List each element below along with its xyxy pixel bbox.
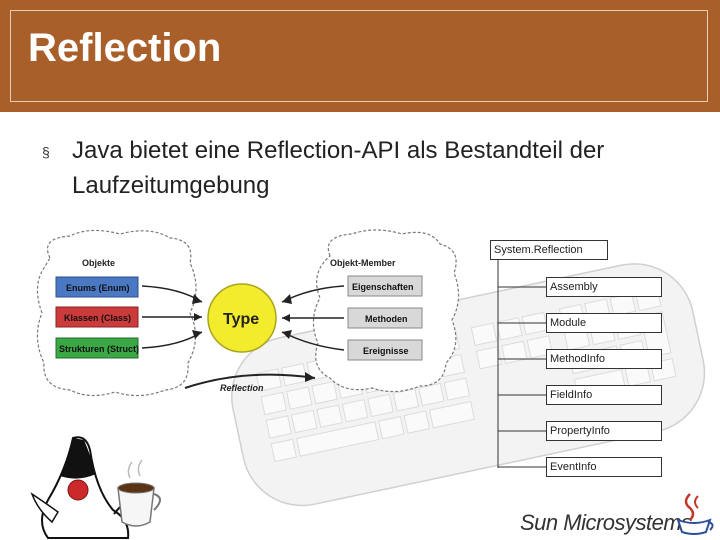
- bullet-text: Java bietet eine Reflection-API als Best…: [72, 137, 605, 199]
- duke-mascot-icon: [30, 436, 161, 539]
- properties-label: Eigenschaften: [352, 282, 414, 292]
- title-frame: [10, 10, 708, 102]
- members-heading: Objekt-Member: [330, 258, 396, 268]
- type-circle: [207, 283, 277, 353]
- class-box: [55, 306, 139, 328]
- struct-box: [55, 337, 139, 359]
- hierarchy-item: MethodInfo: [546, 349, 662, 369]
- hierarchy-item: Assembly: [546, 277, 662, 297]
- hierarchy-lines: [497, 258, 546, 468]
- sun-microsystems-logo: Sun Microsystems: [520, 510, 692, 535]
- hierarchy-item: FieldInfo: [546, 385, 662, 405]
- reflection-arrow-label: Reflection: [220, 383, 264, 393]
- methods-box: [347, 307, 423, 329]
- bullet-marker: §: [42, 144, 50, 160]
- reflection-arrow: [184, 373, 316, 389]
- hierarchy-root: System.Reflection: [490, 240, 608, 260]
- reflection-hierarchy: System.Reflection Assembly Module Method…: [488, 238, 668, 488]
- hierarchy-item: Module: [546, 313, 662, 333]
- enum-label: Enums (Enum): [66, 283, 130, 293]
- class-label: Klassen (Class): [64, 313, 131, 323]
- events-label: Ereignisse: [363, 346, 409, 356]
- title-bar: Reflection: [0, 0, 720, 112]
- enum-box: [55, 276, 139, 298]
- reflection-diagram: Objekte Enums (Enum) Klassen (Class) Str…: [36, 229, 460, 397]
- events-box: [347, 339, 423, 361]
- methods-label: Methoden: [365, 314, 408, 324]
- objects-heading: Objekte: [82, 258, 115, 268]
- java-cup-icon: [676, 493, 714, 535]
- slide-title: Reflection: [28, 26, 222, 70]
- type-label: Type: [223, 311, 259, 328]
- hierarchy-item: PropertyInfo: [546, 421, 662, 441]
- properties-box: [347, 275, 423, 297]
- hierarchy-item: EventInfo: [546, 457, 662, 477]
- struct-label: Strukturen (Struct): [59, 344, 139, 354]
